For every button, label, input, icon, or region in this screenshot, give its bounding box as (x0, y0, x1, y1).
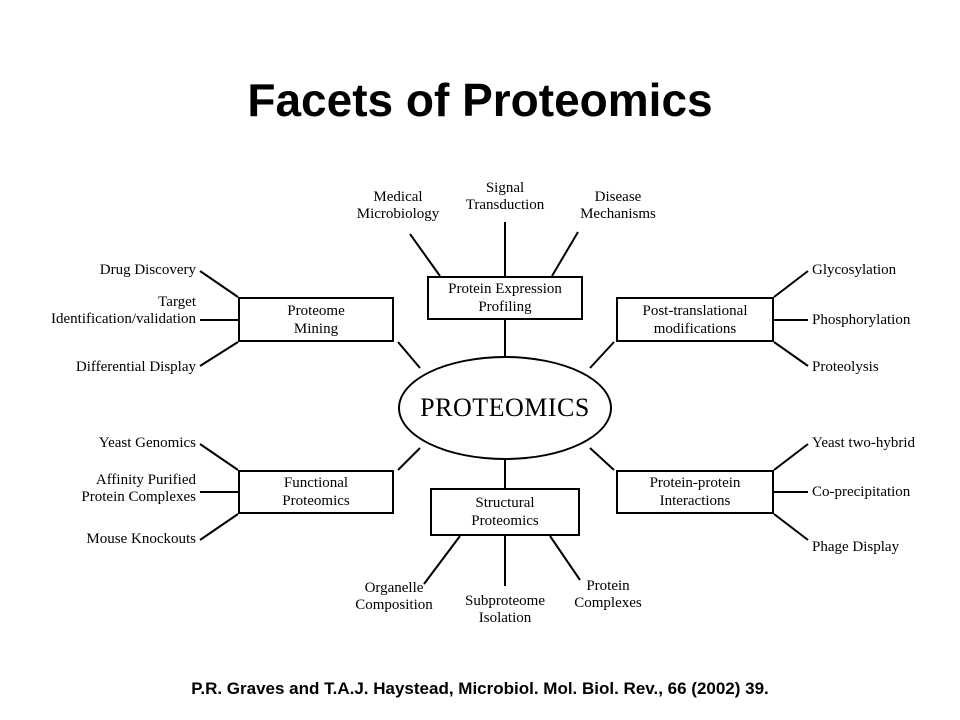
leaf-proteolysis: Proteolysis (812, 359, 879, 375)
leaf-signal-transduction: Signal Transduction (465, 180, 545, 213)
leaf-yeast-two-hybrid: Yeast two-hybrid (812, 435, 916, 451)
structural-proteomics-box: Structural Proteomics (430, 488, 580, 536)
structural-proteomics-label: Structural Proteomics (471, 495, 539, 529)
leaf-protein-complexes: Protein Complexes (574, 578, 642, 611)
citation: P.R. Graves and T.A.J. Haystead, Microbi… (191, 679, 769, 698)
protein-expression-box: Protein Expression Profiling (427, 276, 583, 320)
leaf-phage-display: Phage Display (812, 539, 900, 555)
leaf-organelle-composition: Organelle Composition (355, 580, 433, 613)
leaf-medical-microbiology: Medical Microbiology (356, 189, 440, 222)
post-translational-label: Post-translational modifications (642, 302, 748, 337)
leaf-differential-display: Differential Display (75, 359, 196, 375)
leaf-disease-mechanisms: Disease Mechanisms (580, 189, 656, 222)
page-title: Facets of Proteomics (247, 74, 713, 126)
leaf-yeast-genomics: Yeast Genomics (98, 435, 196, 451)
leaf-drug-discovery: Drug Discovery (99, 262, 196, 278)
leaf-co-precipitation: Co-precipitation (812, 484, 911, 500)
leaf-phosphorylation: Phosphorylation (812, 312, 911, 328)
protein-protein-label: Protein-protein Interactions (649, 475, 741, 509)
functional-proteomics-label: Functional Proteomics (282, 475, 350, 509)
proteome-mining-box: Proteome Mining (238, 297, 394, 342)
leaf-target-identification: Target Identification/validation (51, 294, 196, 327)
protein-protein-box: Protein-protein Interactions (616, 470, 774, 514)
functional-proteomics-box: Functional Proteomics (238, 470, 394, 514)
post-translational-box: Post-translational modifications (616, 297, 774, 342)
leaf-subproteome-isolation: Subproteome Isolation (465, 593, 545, 626)
leaf-affinity-purified: Affinity Purified Protein Complexes (81, 472, 196, 505)
leaf-mouse-knockouts: Mouse Knockouts (86, 531, 196, 547)
protein-expression-label: Protein Expression Profiling (448, 281, 562, 315)
proteome-mining-label: Proteome Mining (287, 302, 345, 337)
proteomics-center-node: PROTEOMICS (398, 356, 612, 460)
leaf-glycosylation: Glycosylation (812, 262, 897, 278)
